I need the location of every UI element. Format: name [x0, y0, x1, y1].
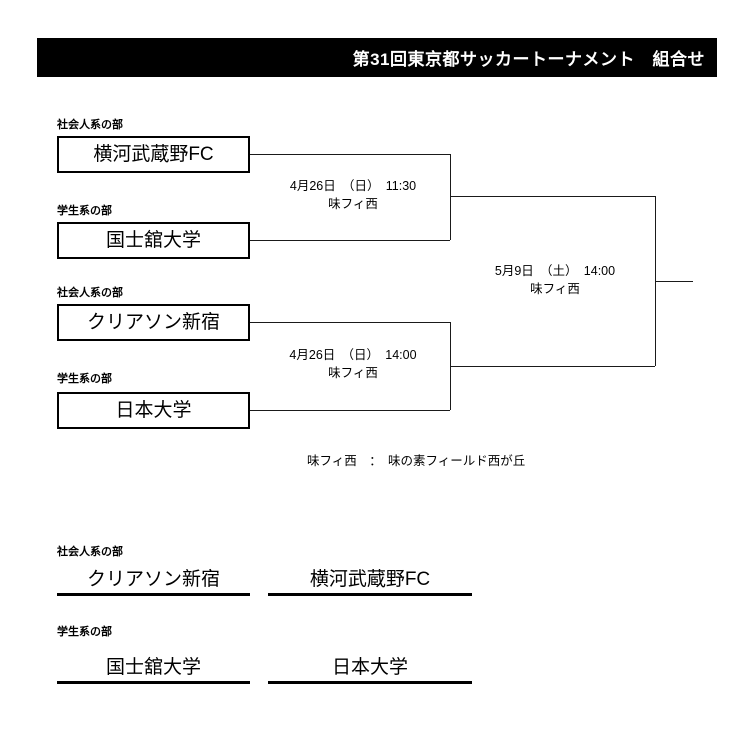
category-label-team-3: 社会人系の部 — [57, 287, 123, 299]
category-label-team-2: 学生系の部 — [57, 205, 112, 217]
page-title: 第31回東京都サッカートーナメント 組合せ — [352, 50, 705, 69]
result-name: 横河武蔵野FC — [309, 569, 431, 591]
team-box-1[interactable]: 横河武蔵野FC — [57, 136, 250, 173]
category-label-team-4: 学生系の部 — [57, 373, 112, 385]
team-name: 日本大学 — [115, 400, 192, 421]
match-date: 4月26日 （日） 14:00 — [289, 348, 417, 362]
team-box-3[interactable]: クリアソン新宿 — [57, 304, 250, 341]
match-venue: 味フィ西 — [328, 197, 378, 212]
title-bar: 第31回東京都サッカートーナメント 組合せ — [37, 38, 717, 77]
match-date: 4月26日 （日） 11:30 — [289, 179, 417, 193]
team-name: 国士舘大学 — [105, 230, 201, 251]
match-date: 5月9日 （土） 14:00 — [494, 264, 616, 278]
results-group-label-gakusei: 学生系の部 — [57, 626, 112, 638]
results-group-label-shakaijin: 社会人系の部 — [57, 546, 123, 558]
results-entry-gakusei-2: 日本大学 — [268, 646, 472, 684]
connector-line-champion — [655, 281, 693, 282]
result-name: 国士舘大学 — [105, 657, 201, 679]
match-info-semifinal-2: 4月26日 （日） 14:00 味フィ西 — [256, 346, 450, 382]
connector-line-team-4 — [250, 410, 450, 411]
team-box-2[interactable]: 国士舘大学 — [57, 222, 250, 259]
connector-join-semifinal-1 — [450, 154, 451, 240]
connector-line-semifinal-1 — [450, 196, 655, 197]
connector-line-team-1 — [250, 154, 450, 155]
connector-line-semifinal-2 — [450, 366, 655, 367]
results-entry-shakaijin-1: クリアソン新宿 — [57, 558, 250, 596]
results-entry-gakusei-1: 国士舘大学 — [57, 646, 250, 684]
result-name: 日本大学 — [331, 657, 408, 679]
match-info-final: 5月9日 （土） 14:00 味フィ西 — [456, 262, 654, 298]
match-info-semifinal-1: 4月26日 （日） 11:30 味フィ西 — [256, 177, 450, 213]
team-box-4[interactable]: 日本大学 — [57, 392, 250, 429]
team-name: 横河武蔵野FC — [93, 144, 214, 165]
team-name: クリアソン新宿 — [86, 312, 220, 333]
results-entry-shakaijin-2: 横河武蔵野FC — [268, 558, 472, 596]
result-name: クリアソン新宿 — [86, 569, 220, 591]
connector-line-team-3 — [250, 322, 450, 323]
category-label-team-1: 社会人系の部 — [57, 119, 123, 131]
connector-line-team-2 — [250, 240, 450, 241]
match-venue: 味フィ西 — [328, 366, 378, 381]
venue-legend: 味フィ西 ： 味の素フィールド西が丘 — [307, 454, 526, 468]
match-venue: 味フィ西 — [530, 282, 580, 297]
